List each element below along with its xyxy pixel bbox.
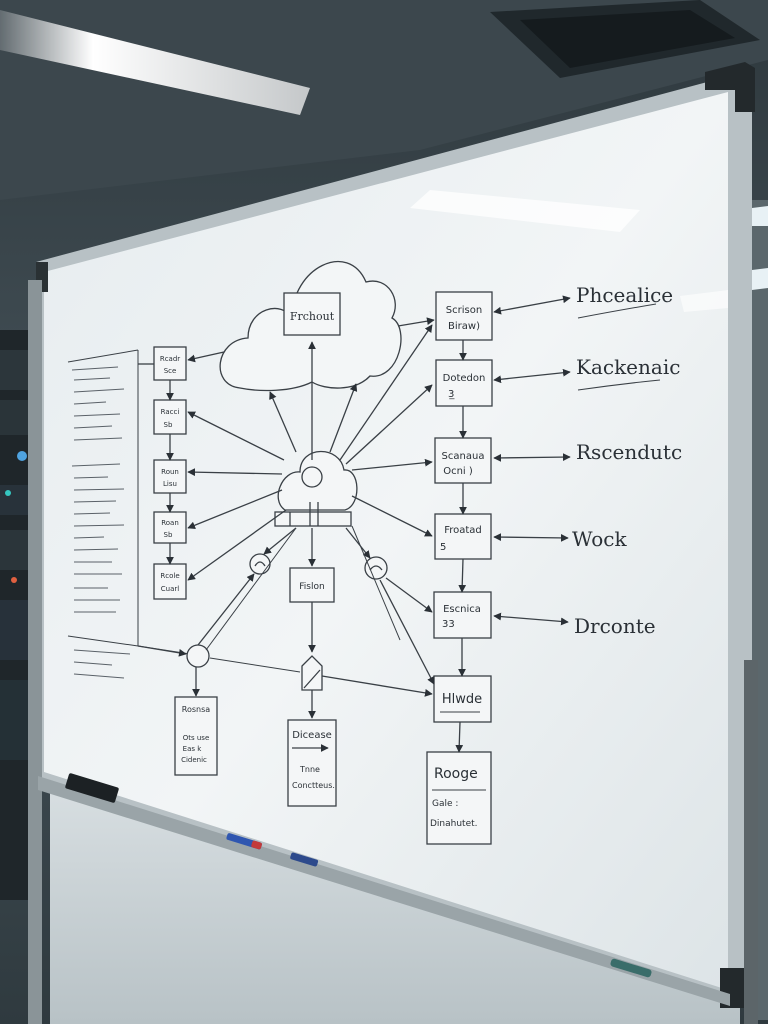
right-box-3-line1: Scanaua	[442, 451, 485, 462]
bottom-right-line2: Dinahutet.	[430, 819, 478, 829]
bottom-left-title: Rosnsa	[182, 705, 211, 714]
right-label-1: Phcealice	[576, 283, 673, 307]
ceiling-light	[0, 10, 310, 115]
router-base	[274, 511, 352, 527]
bottom-right-line1: Gale :	[432, 799, 458, 809]
center-box	[289, 567, 335, 603]
cloud-label: Frchout	[290, 310, 335, 323]
bottom-left-box	[174, 696, 218, 776]
left-box-3-line1: Roun	[161, 468, 179, 476]
marker-teal	[610, 958, 652, 978]
bottom-right-title: Rooge	[434, 766, 478, 782]
right-label-2: Kackenaic	[576, 355, 680, 379]
left-box-5-line2: Cuarl	[161, 585, 179, 593]
bottom-right-box	[426, 751, 492, 845]
right-label-5: Drconte	[574, 614, 656, 638]
hub-box-label: Hlwde	[442, 692, 482, 707]
marker-blue	[290, 852, 319, 867]
left-box-1-line2: Sce	[164, 367, 177, 375]
ceiling-vent	[490, 0, 760, 78]
marker-red	[226, 833, 262, 850]
right-box-5-line1: Escnica	[443, 604, 481, 615]
left-box-5	[153, 563, 187, 600]
left-box-4-line1: Roan	[161, 519, 179, 527]
bottom-mid-line2: Conctteus.	[292, 781, 335, 790]
left-box-1-line1: Rcadr	[160, 355, 180, 363]
right-box-3-line2: Ocni )	[443, 466, 473, 477]
right-box-4	[434, 513, 492, 560]
diagram-text: Frchout Scrison Biraw) Dotedon 3̲ Scanau…	[160, 283, 682, 829]
left-box-2-line2: Sb	[164, 421, 173, 429]
right-box-4-line1: Froatad	[444, 525, 482, 536]
left-box-1	[153, 346, 187, 381]
left-box-2-line1: Racci	[161, 408, 180, 416]
left-box-3-line2: Lisu	[163, 480, 177, 488]
left-notes-scribble	[71, 366, 131, 679]
stand-leg-right	[744, 660, 758, 1024]
bottom-mid-line1: Tnne	[299, 765, 320, 774]
bottom-left-line1: Ots use	[183, 734, 210, 742]
right-box-1-line2: Biraw)	[448, 321, 480, 332]
left-box-3	[153, 459, 187, 494]
whiteboard-lower-panel	[50, 790, 740, 1024]
right-box-2	[435, 359, 493, 407]
center-box-label: Fislon	[299, 582, 324, 592]
diagram	[67, 261, 661, 845]
connector-shape	[301, 655, 323, 691]
bottom-left-line2: Eas k	[183, 745, 203, 753]
node-circle-left	[186, 644, 210, 668]
right-box-1	[435, 291, 493, 341]
bottom-mid-title: Dicease	[292, 730, 332, 741]
right-box-5-line2: 33	[442, 619, 455, 630]
bottom-left-line3: Cidenic	[181, 756, 207, 764]
right-box-4-line2: 5	[440, 542, 446, 553]
right-light-strip-2	[752, 268, 768, 290]
frame-corner-top-right	[705, 62, 755, 112]
cloud-box	[283, 292, 341, 336]
board-glare-2	[680, 290, 728, 312]
right-light-strip	[752, 206, 768, 226]
right-box-2-line2: 3̲	[448, 389, 455, 400]
right-box-5	[433, 591, 492, 639]
right-label-3: Rscendutc	[576, 440, 682, 464]
node-circle-right	[364, 556, 388, 580]
board-glare	[410, 190, 640, 232]
left-box-5-line1: Rcole	[160, 572, 179, 580]
left-box-4-line2: Sb	[164, 531, 173, 539]
bottom-mid-box	[287, 719, 337, 807]
right-label-4: Wock	[572, 527, 627, 551]
eraser	[65, 773, 119, 803]
hub-box	[433, 675, 492, 723]
marker-tray	[38, 776, 730, 1006]
right-box-2-line1: Dotedon	[443, 373, 486, 384]
right-box-1-line1: Scrison	[446, 305, 482, 316]
node-circle-mid	[249, 553, 271, 575]
stand-leg-left	[28, 280, 42, 1024]
